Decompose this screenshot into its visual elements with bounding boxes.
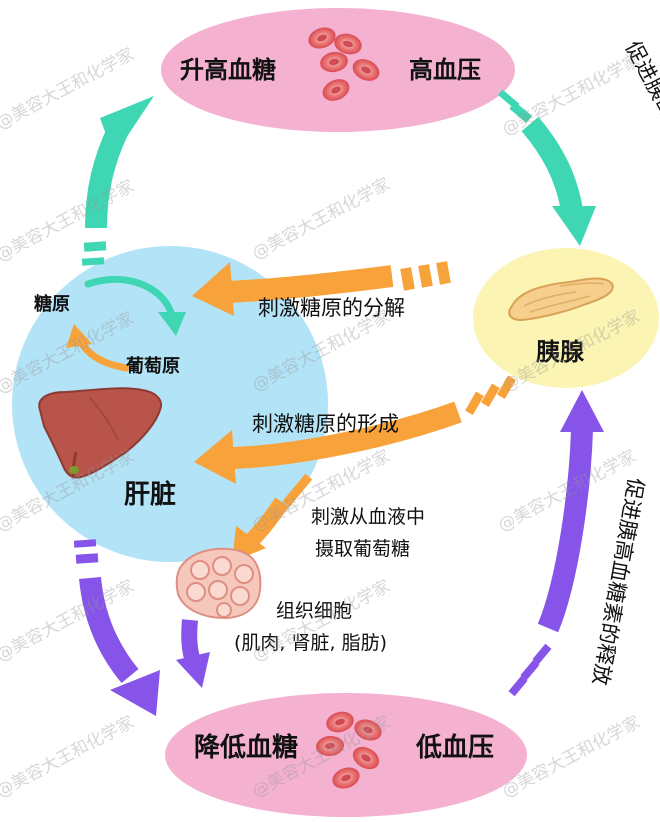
high-blood-sugar-label: 升高血糖 bbox=[180, 56, 276, 84]
liver-bubble bbox=[12, 246, 328, 562]
liver-illustration bbox=[38, 387, 162, 479]
breakdown-label: 刺激糖原的分解 bbox=[258, 296, 405, 320]
high-blood-pressure-label: 高血压 bbox=[409, 56, 481, 84]
tissue-title-label: 组织细胞 bbox=[276, 600, 353, 622]
pancreas-illustration bbox=[508, 277, 614, 322]
glycogen-to-glucose-arrowhead bbox=[158, 312, 186, 336]
blood-cells-top bbox=[308, 27, 380, 101]
high-to-pancreas-arrow bbox=[498, 89, 596, 246]
uptake-label-line2: 摄取葡萄糖 bbox=[315, 538, 411, 560]
low-to-pancreas-arrow bbox=[508, 390, 604, 697]
blood-cells-bottom bbox=[316, 711, 382, 789]
uptake-label-line1: 刺激从血液中 bbox=[311, 506, 426, 528]
breakdown-arrow bbox=[192, 261, 451, 316]
low-blood-sugar-label: 降低血糖 bbox=[194, 733, 299, 763]
glycogen-label: 糖原 bbox=[34, 294, 70, 315]
glucose-to-glycogen-arrowhead bbox=[66, 324, 92, 348]
tissue-cells-illustration bbox=[175, 547, 262, 620]
liver-label: 肝脏 bbox=[124, 480, 177, 510]
liver-to-low-arrow bbox=[73, 539, 160, 716]
low-blood-pressure-label: 低血压 bbox=[416, 733, 495, 763]
tissue-examples-label: (肌肉, 肾脏, 脂肪) bbox=[234, 632, 387, 654]
formation-label: 刺激糖原的形成 bbox=[252, 412, 399, 436]
pancreas-bubble bbox=[473, 248, 659, 388]
formation-arrow bbox=[194, 375, 516, 484]
liver-to-high-arrow bbox=[81, 96, 154, 266]
glucose-label: 葡萄原 bbox=[126, 356, 180, 377]
pancreas-label: 胰腺 bbox=[536, 338, 584, 366]
tissue-to-low-arrow bbox=[176, 619, 210, 688]
low-blood-sugar-bubble bbox=[165, 693, 527, 817]
glycogen-to-glucose-arrow bbox=[84, 276, 176, 320]
